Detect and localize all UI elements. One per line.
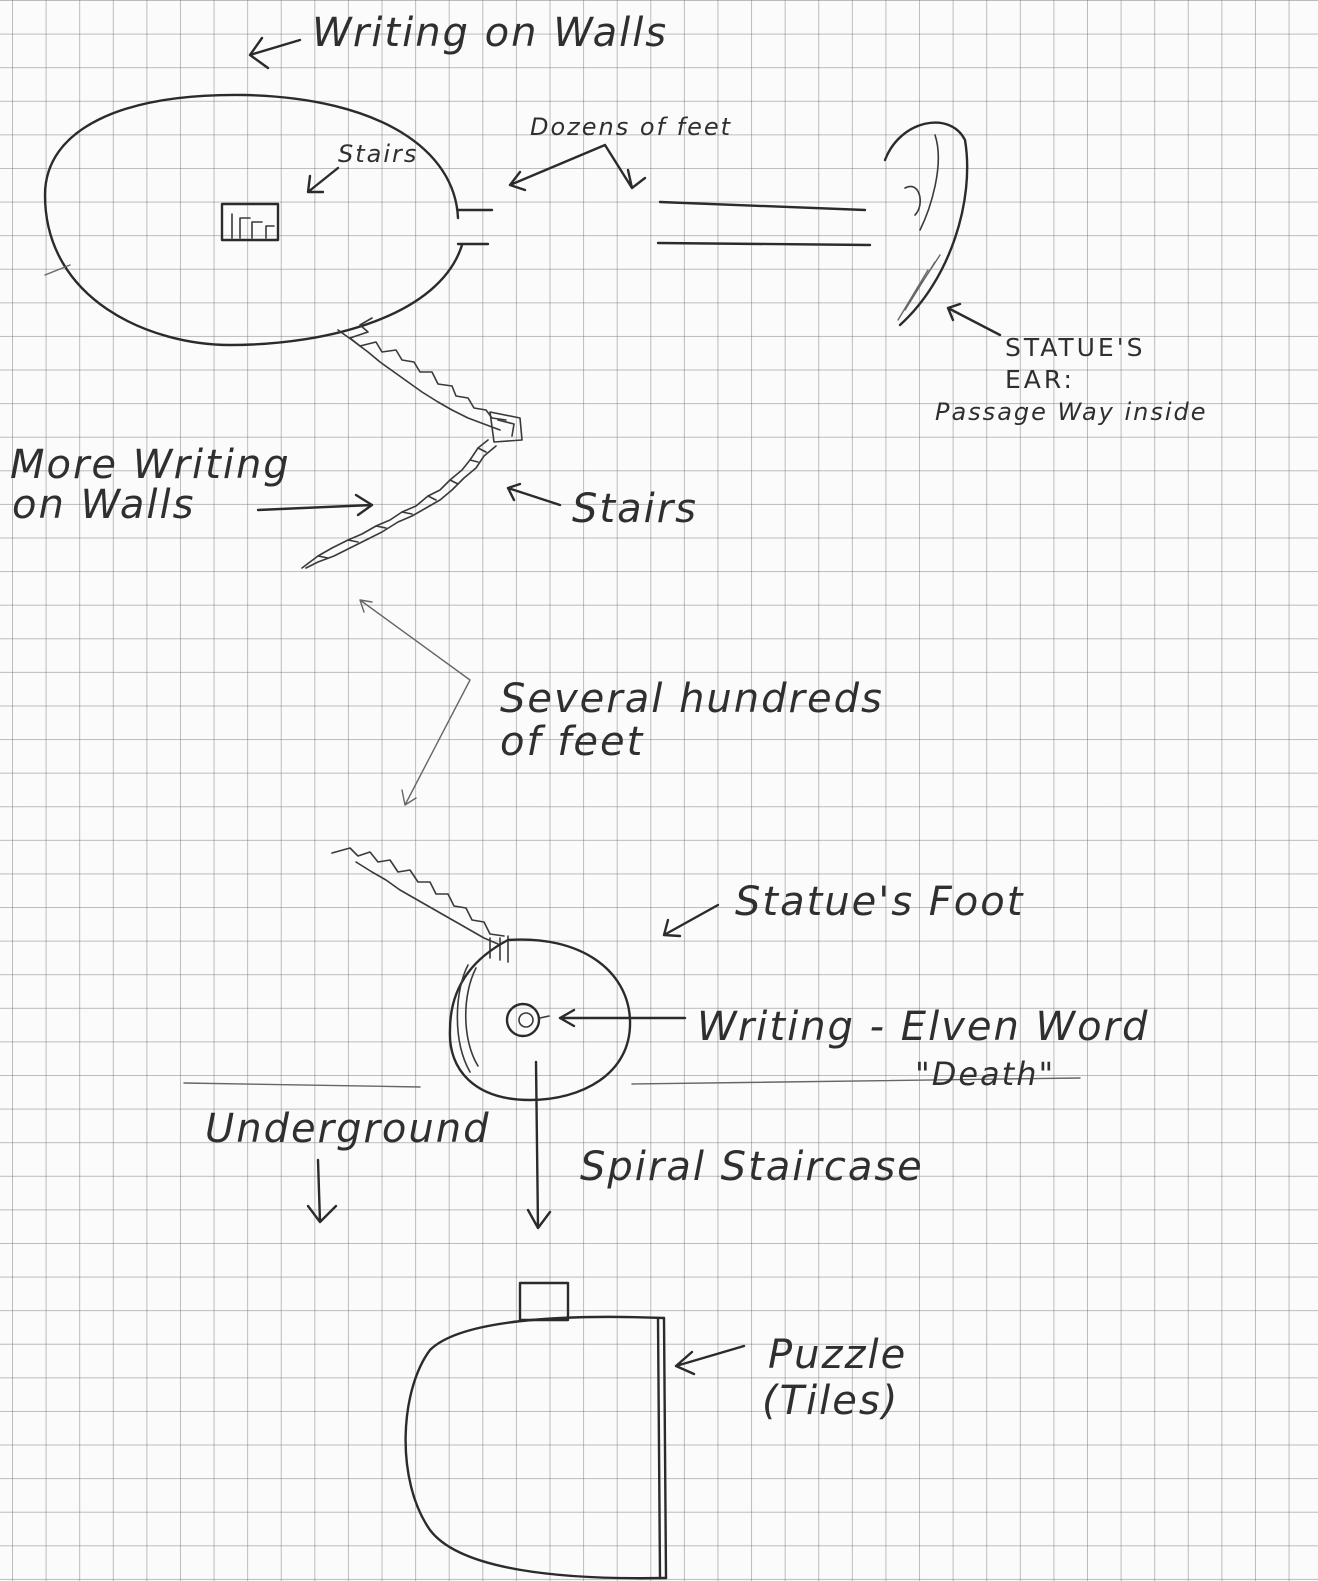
label-stairs-top: Stairs xyxy=(338,140,418,168)
statue-foot-inner-wall xyxy=(456,964,479,1073)
stray-mark xyxy=(44,264,71,276)
label-more-writing-1: More Writing xyxy=(10,442,291,488)
statues-foot-arrow xyxy=(662,903,720,938)
underground-arrow xyxy=(306,1158,338,1224)
label-writing-elven-word: Writing - Elven Word xyxy=(697,1004,1149,1050)
writing-on-walls-arrow xyxy=(248,36,302,70)
label-more-writing-2: on Walls xyxy=(12,482,195,528)
label-stairs-middle: Stairs xyxy=(572,486,698,532)
label-death-quote: "Death" xyxy=(915,1055,1055,1093)
statues-ear-arrow xyxy=(946,302,1002,337)
label-several-hundreds-1: Several hundreds xyxy=(500,676,884,722)
stairs-zigzag-upper xyxy=(337,317,523,443)
label-underground: Underground xyxy=(205,1106,490,1152)
label-spiral-staircase: Spiral Staircase xyxy=(580,1144,924,1190)
corridor-bottom-line xyxy=(656,241,872,247)
label-statues-foot: Statue's Foot xyxy=(735,879,1024,925)
dozens-of-feet-arrow xyxy=(508,143,647,192)
puzzle-arrow xyxy=(674,1344,746,1376)
puzzle-room xyxy=(404,1281,668,1580)
statue-foot-outline xyxy=(448,938,632,1102)
label-statues-ear-1: STATUE'S xyxy=(1005,333,1145,362)
label-tiles: (Tiles) xyxy=(762,1378,899,1424)
label-writing-on-walls: Writing on Walls xyxy=(312,10,668,56)
elven-rune-spiral xyxy=(505,1002,550,1038)
stairs-top-arrow xyxy=(306,166,340,194)
stairs-zigzag-lower xyxy=(331,847,509,963)
several-hundreds-arrow xyxy=(359,599,471,806)
spiral-staircase-arrow xyxy=(526,1060,552,1230)
label-dozens-of-feet: Dozens of feet xyxy=(530,113,732,141)
label-puzzle: Puzzle xyxy=(768,1332,907,1378)
ground-line-left xyxy=(183,1082,421,1088)
ground-line-right xyxy=(631,1077,1081,1085)
statue-ear-drawing xyxy=(883,121,969,327)
corridor-top-line xyxy=(658,200,867,212)
label-several-hundreds-2: of feet xyxy=(500,719,644,765)
stairs-zigzag-middle xyxy=(301,439,497,569)
writing-elven-arrow xyxy=(558,1008,687,1028)
label-passage-way-inside: Passage Way inside xyxy=(935,398,1208,426)
stairs-icon-top xyxy=(220,202,280,242)
label-statues-ear-2: EAR: xyxy=(1005,365,1075,394)
stairs-middle-arrow xyxy=(506,482,562,507)
head-chamber-outline xyxy=(43,93,464,347)
more-writing-arrow xyxy=(256,493,374,517)
